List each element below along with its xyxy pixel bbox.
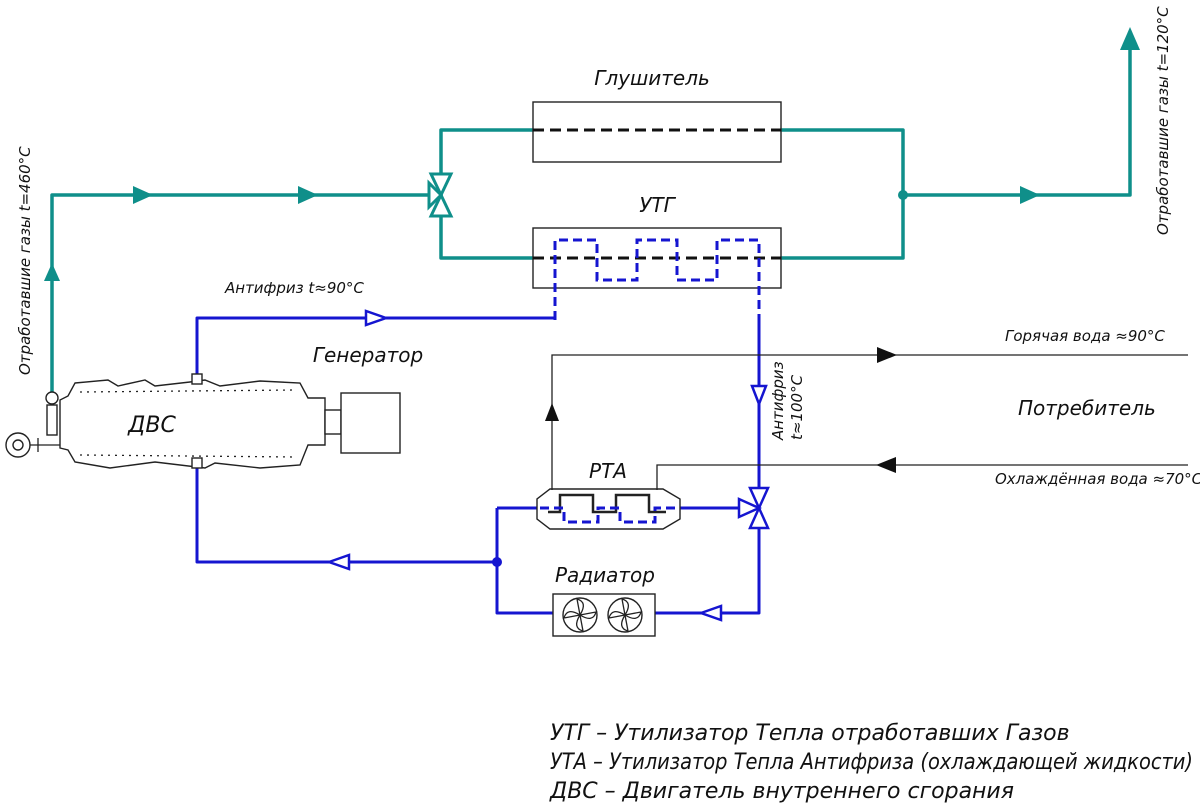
engine-label: ДВС [127, 413, 176, 438]
utg-coil [553, 238, 761, 320]
muffler-unit [532, 101, 782, 163]
rta-label: РТА [589, 459, 627, 483]
muffler-label: Глушитель [594, 66, 710, 90]
antifreeze-flow-arrow [750, 384, 768, 408]
radiator-fan-icon [607, 597, 643, 633]
antifreeze-pipe-return-to-engine [195, 468, 497, 564]
antifreeze-pipe-engine-to-utg [195, 316, 555, 378]
hot-water-label: Горячая вода ≈90°С [1005, 327, 1165, 345]
exhaust-out-label: Отработавшие газы t=120°С [1154, 6, 1172, 235]
cooled-water-line [656, 464, 1188, 490]
exhaust-pipe-upper-branch [439, 128, 535, 195]
legend: УТГ – Утилизатор Тепла отработавших Газо… [549, 721, 1193, 804]
exhaust-junction-node [898, 190, 908, 200]
exhaust-gas-circuit [44, 27, 1140, 397]
engine-body [59, 379, 326, 469]
engine-exhaust-port [45, 391, 59, 405]
radiator-label: Радиатор [555, 563, 655, 587]
engine-unit [5, 373, 326, 469]
exhaust-flow-arrow [44, 263, 60, 281]
utg-unit [532, 227, 782, 320]
antifreeze-100-label: Антифриз [769, 361, 787, 441]
legend-item-utg: УТГ – Утилизатор Тепла отработавших Газо… [550, 721, 1070, 746]
antifreeze-three-way-valve [737, 486, 770, 530]
exhaust-pipe-outlet [901, 43, 1132, 197]
antifreeze-90-label: Антифриз t≈90°С [224, 279, 364, 297]
antifreeze-junction-node [492, 557, 502, 567]
hot-water-arrow [545, 403, 559, 421]
antifreeze-100-temp-label: t≈100°С [788, 374, 806, 440]
water-lines [545, 347, 1188, 490]
cooled-water-arrow [876, 457, 896, 473]
generator-unit [324, 392, 401, 454]
exhaust-outlet-arrow [1120, 27, 1140, 50]
hot-water-line [551, 354, 1188, 490]
gas-three-way-valve [427, 172, 454, 218]
utg-label: УТГ [639, 193, 676, 217]
hot-water-arrow [877, 347, 897, 363]
exhaust-in-label: Отработавшие газы t=460°С [16, 146, 34, 375]
exhaust-flow-arrow [298, 186, 318, 204]
cooled-water-label: Охлаждённая вода ≈70°С [995, 470, 1200, 488]
rta-heat-exchanger [536, 488, 681, 530]
consumer-label: Потребитель [1018, 396, 1156, 420]
exhaust-pipe-lower-branch [439, 196, 535, 260]
radiator-unit [552, 593, 656, 637]
legend-item-uta: УТА – Утилизатор Тепла Антифриза (охлажд… [550, 750, 1193, 775]
exhaust-flow-arrow [133, 186, 153, 204]
exhaust-flow-arrow [1020, 186, 1040, 204]
antifreeze-pipe-valve-to-radiator [655, 525, 761, 615]
radiator-fan-icon [562, 597, 598, 633]
legend-item-dvs: ДВС – Двигатель внутреннего сгорания [549, 779, 1014, 804]
generator-label: Генератор [313, 343, 423, 367]
antifreeze-pipe-radiator-to-junction [495, 508, 553, 615]
antifreeze-flow-arrow [697, 604, 723, 622]
exhaust-pipe-return-upper [779, 128, 905, 260]
antifreeze-flow-arrow [325, 553, 351, 571]
antifreeze-flow-arrow [364, 309, 390, 327]
